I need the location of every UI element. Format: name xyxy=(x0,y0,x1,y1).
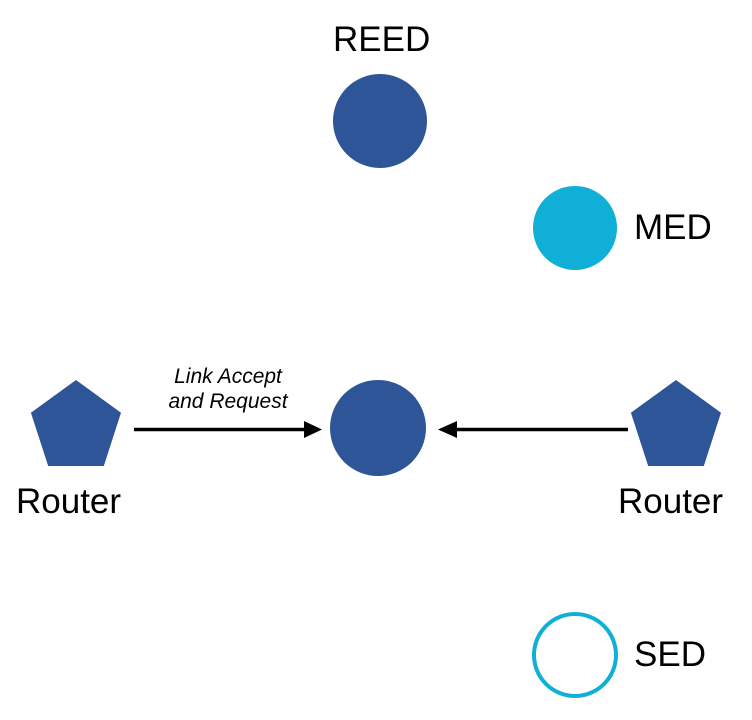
center-node-circle xyxy=(330,380,426,476)
link-accept-request-arrow xyxy=(134,421,322,438)
router-left-label: Router xyxy=(16,482,122,521)
reed-node-circle xyxy=(333,74,427,168)
med-node-circle xyxy=(533,186,617,270)
reed-label: REED xyxy=(333,20,431,59)
sed-node-circle xyxy=(532,612,618,698)
link-accept-request-label: Link Accept and Request xyxy=(168,365,288,413)
router-left-pentagon xyxy=(30,380,121,466)
router-right-inbound-arrow xyxy=(438,421,628,438)
sed-label: SED xyxy=(634,635,706,674)
med-label: MED xyxy=(634,208,712,247)
router-right-pentagon xyxy=(630,380,721,466)
router-right-label: Router xyxy=(618,482,724,521)
